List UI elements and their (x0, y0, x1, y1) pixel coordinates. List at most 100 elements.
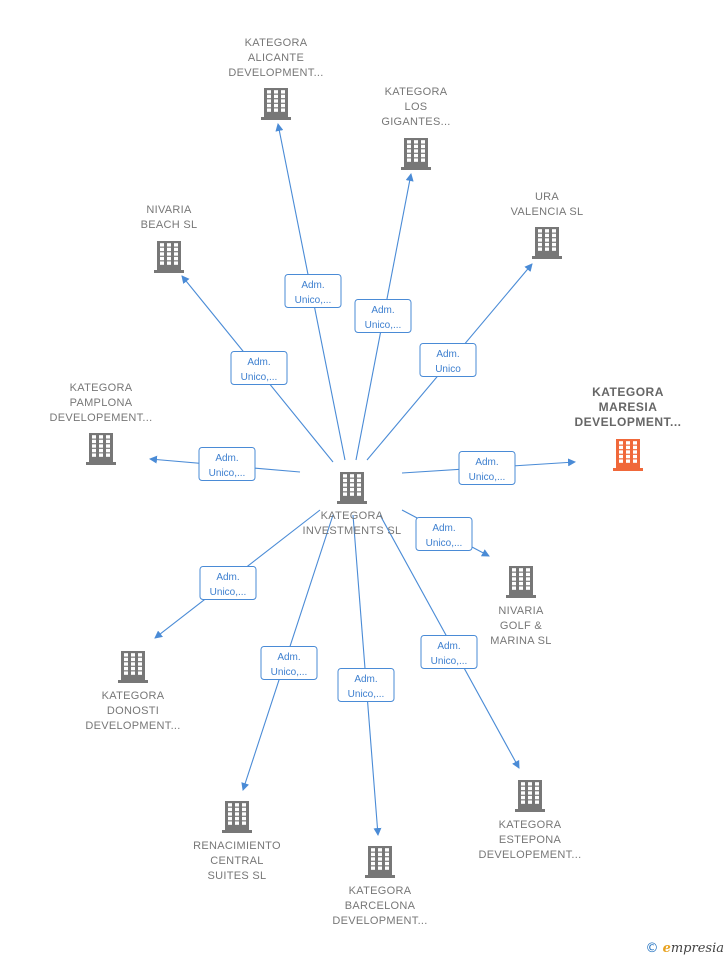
role-label-box[interactable] (354, 299, 412, 333)
role-label-text: Adm. (475, 457, 498, 468)
role-label-text: Adm. (216, 572, 239, 583)
relation-edge-nivaria-golf[interactable]: Adm. Unico,... (401, 509, 490, 557)
role-label-box[interactable] (420, 635, 478, 669)
role-label-box[interactable] (199, 566, 257, 600)
relation-edge-renacimiento[interactable]: Adm. Unico,... (241, 514, 334, 791)
company-name-line: MARESIA (599, 400, 658, 414)
role-label-text: Unico,... (210, 587, 247, 598)
role-label-text: Adm. (247, 357, 270, 368)
building-icon (401, 138, 431, 170)
relation-edge-donosti[interactable]: Adm. Unico,... (154, 509, 321, 639)
company-node-ura[interactable]: URA VALENCIA SL (511, 191, 584, 259)
company-node-estepona[interactable]: KATEGORA ESTEPONA DEVELOPEMENT... (479, 780, 582, 861)
relation-edge-estepona[interactable]: Adm. Unico,... (379, 514, 520, 769)
role-label-box[interactable] (415, 517, 473, 551)
company-node-maresia[interactable]: KATEGORAMARESIADEVELOPMENT... (574, 385, 681, 471)
building-icon (532, 227, 562, 259)
company-name-line: DEVELOPMENT... (85, 720, 180, 732)
building-icon (261, 88, 291, 120)
company-node-gigantes[interactable]: KATEGORA LOS GIGANTES... (381, 86, 450, 170)
company-name-line: BEACH SL (141, 219, 198, 231)
building-icon (515, 780, 545, 812)
nodes-layer: KATEGORA INVESTMENTS SL KATEGORA ALICANTE DE… (50, 37, 681, 927)
role-label-text: Adm. (436, 349, 459, 360)
role-label-box[interactable] (458, 451, 516, 485)
edges-layer: Adm.Unico,...Adm.Unico,...Adm.UnicoAdm.U… (149, 123, 576, 836)
company-name-line: RENACIMIENTO (193, 840, 281, 852)
company-name-line: KATEGORA (70, 382, 133, 394)
company-name-line: KATEGORA (245, 37, 308, 49)
company-name-line: DEVELOPMENT... (228, 67, 323, 79)
role-label-box[interactable] (284, 274, 342, 308)
building-icon (222, 801, 252, 833)
company-name-line: KATEGORA (499, 819, 562, 831)
company-node-center[interactable]: KATEGORA INVESTMENTS SL (303, 472, 402, 537)
relation-edge-nivaria-beach[interactable]: Adm. Unico,... (181, 275, 334, 463)
company-name-line: NIVARIA (498, 605, 544, 617)
building-icon (118, 651, 148, 683)
company-name-line: MARINA SL (490, 635, 551, 647)
role-label-box[interactable] (260, 646, 318, 680)
role-label-text: Unico,... (431, 656, 468, 667)
role-label-text: Adm. (215, 453, 238, 464)
role-label-text: Unico,... (271, 667, 308, 678)
company-node-barcelona[interactable]: KATEGORA BARCELONA DEVELOPMENT... (332, 846, 427, 927)
company-node-pamplona[interactable]: KATEGORA PAMPLONA DEVELOPEMENT... (50, 382, 153, 465)
role-label-text: Unico (435, 364, 461, 375)
company-name-line: NIVARIA (146, 204, 192, 216)
role-label-box[interactable] (419, 343, 477, 377)
company-name-line: DEVELOPEMENT... (479, 849, 582, 861)
company-name-line: VALENCIA SL (511, 206, 584, 218)
building-icon (506, 566, 536, 598)
company-node-alicante[interactable]: KATEGORA ALICANTE DEVELOPMENT... (228, 37, 323, 120)
company-name-line: SUITES SL (208, 870, 267, 882)
company-name-line: PAMPLONA (70, 397, 133, 409)
company-node-nivaria-golf[interactable]: NIVARIA GOLF & MARINA SL (490, 566, 551, 647)
building-icon (86, 433, 116, 465)
role-label-box[interactable] (198, 447, 256, 481)
company-name-line: KATEGORA (385, 86, 448, 98)
company-node-nivaria-beach[interactable]: NIVARIA BEACH SL (141, 204, 198, 273)
company-name-line: KATEGORA (321, 510, 384, 522)
role-label-text: Unico,... (426, 538, 463, 549)
role-label-text: Adm. (432, 523, 455, 534)
company-name-line: DEVELOPMENT... (574, 415, 681, 429)
company-name-line: ALICANTE (248, 52, 304, 64)
role-label-text: Unico,... (365, 320, 402, 331)
company-name-line: INVESTMENTS SL (303, 525, 402, 537)
company-name-line: ESTEPONA (499, 834, 562, 846)
company-node-donosti[interactable]: KATEGORADONOSTIDEVELOPMENT... (85, 651, 180, 732)
company-name-line: LOS (405, 101, 428, 113)
relation-edge-gigantes[interactable]: Adm.Unico,... (354, 173, 414, 461)
relation-edge-maresia[interactable]: Adm.Unico,... (401, 451, 576, 485)
building-icon (613, 439, 643, 471)
company-name-line: URA (535, 191, 559, 203)
company-name-line: DEVELOPEMENT... (50, 412, 153, 424)
company-name-line: BARCELONA (345, 900, 416, 912)
role-label-text: Unico,... (209, 468, 246, 479)
role-label-text: Unico,... (348, 689, 385, 700)
company-name-line: KATEGORA (349, 885, 412, 897)
relation-edge-ura[interactable]: Adm. Unico (366, 263, 533, 461)
role-label-box[interactable] (230, 351, 288, 385)
role-label-text: Adm. (301, 280, 324, 291)
role-label-text: Unico,... (241, 372, 278, 383)
company-name-line: KATEGORA (592, 385, 664, 399)
copyright-symbol: © (645, 941, 659, 956)
brand-initial: e (662, 941, 671, 956)
role-label-text: Adm. (437, 641, 460, 652)
relation-edge-pamplona[interactable]: Adm. Unico,... (149, 447, 301, 481)
empresia-watermark: © empresia (645, 941, 724, 956)
company-name-line: GOLF & (500, 620, 543, 632)
building-icon (154, 241, 184, 273)
role-label-box[interactable] (337, 668, 395, 702)
role-label-text: Unico,... (295, 295, 332, 306)
role-label-text: Adm. (277, 652, 300, 663)
company-name-line: DEVELOPMENT... (332, 915, 427, 927)
relation-edge-alicante[interactable]: Adm. Unico,... (275, 123, 346, 461)
relation-edge-barcelona[interactable]: Adm.Unico,... (337, 514, 395, 836)
company-name-line: KATEGORA (102, 690, 165, 702)
company-name-line: GIGANTES... (381, 116, 450, 128)
